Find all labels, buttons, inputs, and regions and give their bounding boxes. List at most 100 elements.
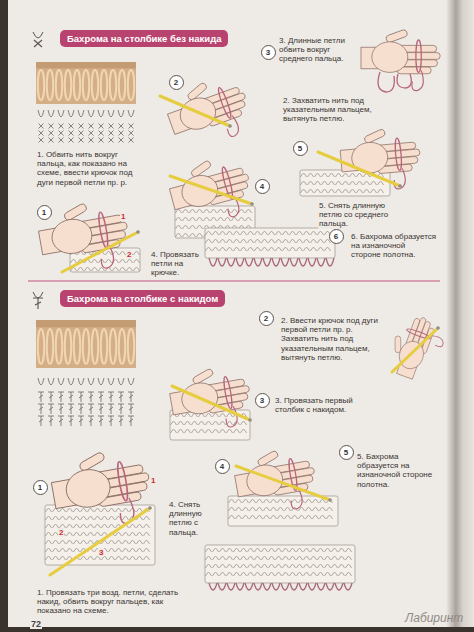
loop-symbol (68, 110, 74, 117)
stitch (315, 190, 321, 194)
dc-symbol (88, 392, 94, 402)
stitch (213, 565, 219, 569)
stitch (262, 557, 268, 561)
dc-symbol (98, 416, 104, 426)
dc-symbol (128, 404, 134, 414)
fringe-loop (281, 583, 289, 590)
stitch (88, 557, 94, 561)
photo-loop (101, 70, 107, 100)
fringe-loop (227, 583, 235, 590)
stitch (183, 210, 189, 214)
stitch (227, 565, 233, 569)
stitch (106, 260, 112, 264)
dc-symbol (108, 404, 114, 414)
stitch (130, 549, 136, 553)
page-number: 72 (30, 619, 42, 629)
stitch (197, 226, 203, 230)
dc-symbol (48, 404, 54, 414)
icon-t (33, 298, 43, 309)
crochet-hook (318, 152, 400, 186)
stitch (241, 232, 247, 236)
stitch (171, 430, 177, 434)
stitch (271, 500, 277, 504)
stitch (229, 508, 235, 512)
stitch (197, 210, 203, 214)
stitch (269, 248, 275, 252)
hand-drawing (48, 444, 156, 535)
stitch (192, 422, 198, 426)
stitch (276, 557, 282, 561)
stitch (144, 533, 150, 537)
step-number: 6 (334, 232, 338, 241)
stitch (46, 517, 52, 521)
fabric-body (205, 545, 355, 583)
stitch (113, 268, 119, 272)
stitch (234, 240, 240, 244)
stitch (292, 516, 298, 520)
stitch (332, 565, 338, 569)
loop-symbol (48, 110, 54, 117)
stitch (290, 248, 296, 252)
stitch (297, 549, 303, 553)
sc-symbol (69, 131, 74, 136)
fringe-loop (281, 258, 289, 266)
stitch (262, 240, 268, 244)
thumb (192, 368, 214, 385)
crochet-fabric (228, 496, 338, 526)
stitch (183, 226, 189, 230)
sc-symbol (99, 131, 104, 136)
fringe-loop (299, 583, 307, 590)
chart-icon (33, 292, 43, 309)
loop-symbol (88, 110, 94, 117)
stitch (185, 430, 191, 434)
yarn-wrap (116, 461, 129, 501)
stitch (178, 430, 184, 434)
stitch (241, 557, 247, 561)
stitch (234, 430, 240, 434)
loop-symbol (58, 110, 64, 117)
yarn-wrap (97, 212, 109, 248)
photo-loop (92, 329, 98, 364)
stitch (236, 500, 242, 504)
fringe-loop (290, 258, 298, 266)
dc-symbol (118, 404, 124, 414)
stitch (271, 508, 277, 512)
stitch (116, 541, 122, 545)
stitch (206, 248, 212, 252)
stitch (250, 508, 256, 512)
stitch (137, 557, 143, 561)
fringe-loop (209, 258, 217, 266)
stitch (313, 516, 319, 520)
fringe-loop (245, 583, 253, 590)
stitch (109, 517, 115, 521)
fringe-loop (218, 258, 226, 266)
stitch (308, 182, 314, 186)
stitch (171, 422, 177, 426)
photo-loop (47, 70, 53, 100)
fringe-loop (308, 583, 316, 590)
dc-symbol (128, 392, 134, 402)
step-caption: 1. Провязать три возд. петли, сделать на… (36, 588, 186, 616)
loop-symbol (58, 378, 64, 385)
stitch (206, 430, 212, 434)
stitch (60, 517, 66, 521)
stitch (378, 182, 384, 186)
dc-symbol (118, 392, 124, 402)
stitch (332, 549, 338, 553)
stitch (227, 232, 233, 236)
stitch (234, 248, 240, 252)
sc-symbol (79, 131, 84, 136)
stitch (206, 232, 212, 236)
fringe-loop (317, 583, 325, 590)
stitch (371, 190, 377, 194)
sc-symbol (89, 124, 94, 129)
stitch (206, 414, 212, 418)
fringe-loop (317, 258, 325, 266)
stitch (255, 565, 261, 569)
fabric-body (205, 228, 335, 258)
stitch (311, 232, 317, 236)
stitch (120, 268, 126, 272)
stitch (241, 549, 247, 553)
step-number: 5 (344, 448, 348, 457)
